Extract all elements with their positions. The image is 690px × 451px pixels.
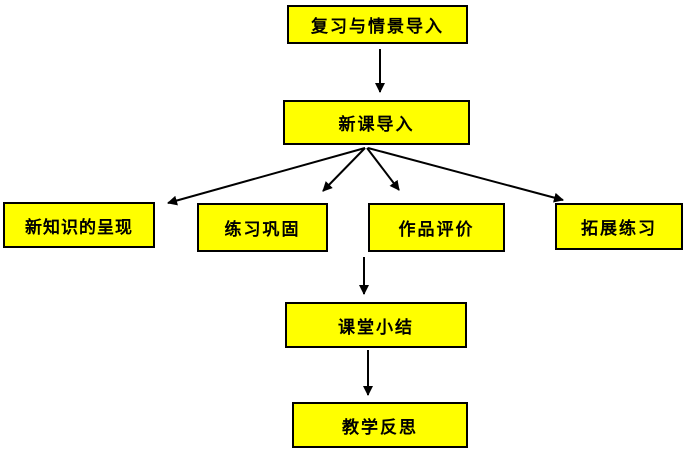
flowchart-node-new-knowledge-presentation: 新知识的呈现 xyxy=(3,202,155,248)
node-label: 练习巩固 xyxy=(224,220,301,239)
flowchart-node-practice-consolidation: 练习巩固 xyxy=(197,203,328,252)
node-label: 新知识的呈现 xyxy=(25,217,133,237)
node-label: 教学反思 xyxy=(342,417,418,437)
arrow-newlesson-to-extension xyxy=(367,147,564,203)
flowchart-node-review-scenario-intro: 复习与情景导入 xyxy=(287,5,468,44)
node-label: 新课导入 xyxy=(338,115,415,134)
arrow-newlesson-to-knowledge xyxy=(167,147,366,206)
node-label: 复习与情景导入 xyxy=(311,17,444,36)
arrow-newlesson-to-evaluation xyxy=(366,147,400,191)
flowchart-node-extension-practice: 拓展练习 xyxy=(555,203,683,250)
flowchart-node-teaching-reflection: 教学反思 xyxy=(292,402,468,448)
flowchart-node-new-lesson-intro: 新课导入 xyxy=(283,100,470,145)
node-label: 拓展练习 xyxy=(581,219,657,238)
arrow-newlesson-to-practice xyxy=(322,147,366,192)
node-label: 作品评价 xyxy=(398,220,475,239)
node-label: 课堂小结 xyxy=(338,317,414,337)
flowchart-node-work-evaluation: 作品评价 xyxy=(368,203,505,252)
flowchart-node-class-summary: 课堂小结 xyxy=(285,302,467,348)
